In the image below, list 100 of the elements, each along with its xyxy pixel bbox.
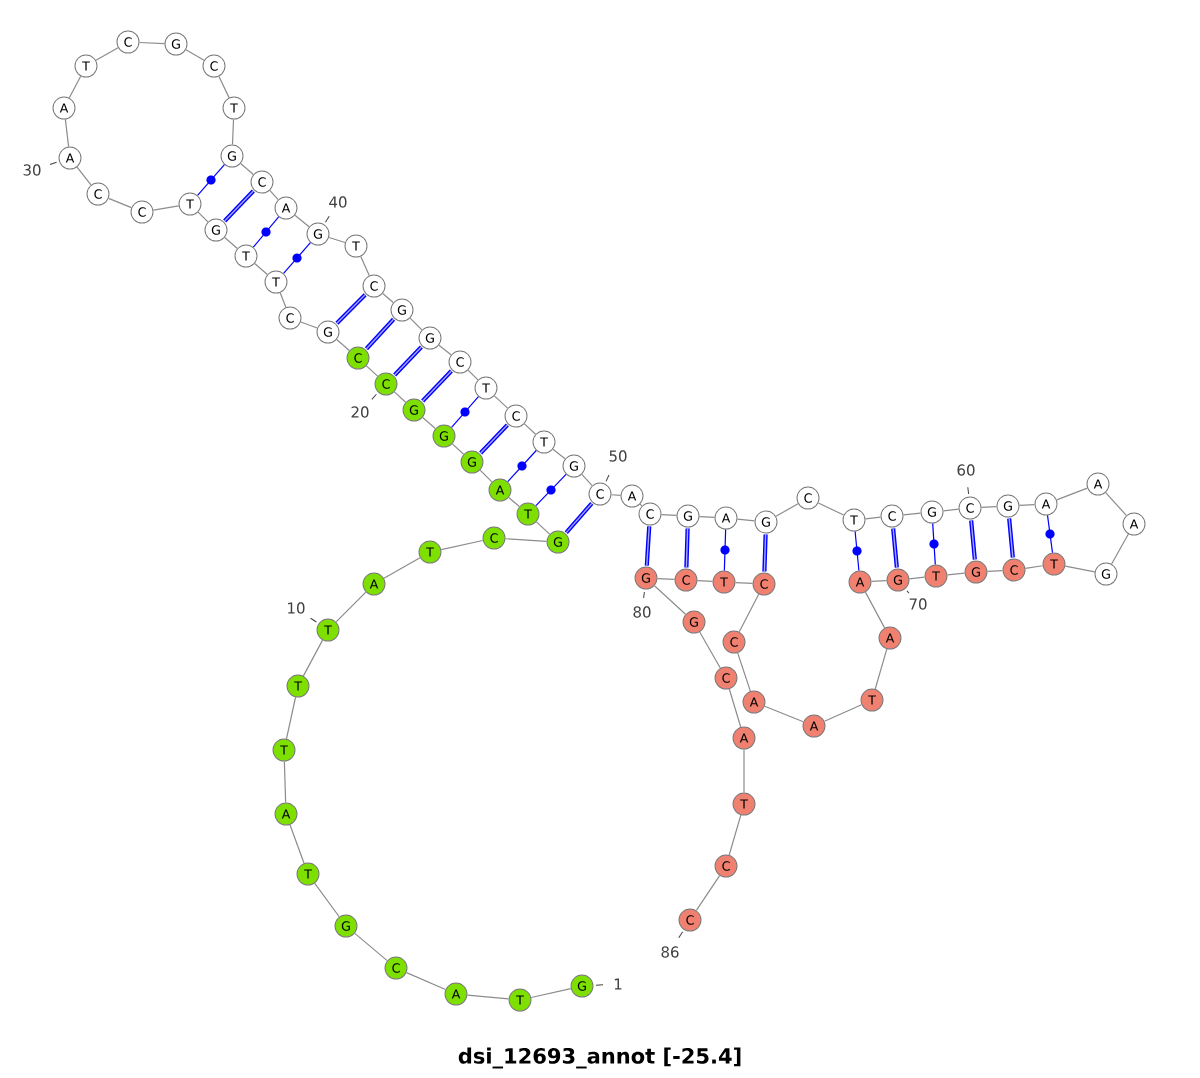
backbone-line [1105, 491, 1127, 517]
backbone-line [382, 292, 394, 304]
backbone-line [152, 205, 180, 211]
base-pair-line [1007, 517, 1015, 559]
backbone-line [451, 443, 465, 455]
backbone-line [653, 585, 687, 615]
backbone-line [874, 648, 888, 690]
base-pair-line [535, 473, 567, 507]
backbone-line [231, 118, 235, 146]
backbone-line [68, 75, 82, 99]
backbone-line [1056, 487, 1088, 501]
backbone-line [817, 502, 845, 516]
backbone-line [95, 47, 119, 61]
backbone-line [1018, 504, 1036, 506]
backbone-line [823, 704, 863, 722]
backbone-line [440, 539, 484, 551]
backbone-line [393, 391, 407, 403]
backbone-line [76, 166, 92, 186]
backbone-line [902, 512, 922, 516]
backbone-line [409, 317, 423, 331]
backbone-line [197, 211, 209, 223]
backbone-line [108, 197, 132, 209]
backbone-line [218, 75, 230, 99]
backbone-line [864, 516, 882, 520]
backbone-line [405, 972, 447, 991]
backbone-line [764, 705, 804, 723]
backbone-line [240, 162, 254, 176]
backbone-line [552, 448, 566, 460]
backbone-line [946, 572, 966, 576]
base-pair-line [282, 242, 312, 274]
base-pair-line [364, 317, 396, 351]
backbone-line [279, 292, 287, 308]
backbone-line [660, 514, 678, 516]
backbone-line [493, 395, 509, 409]
backbone-line [285, 696, 297, 740]
backbone-line [138, 41, 166, 45]
backbone-line [289, 824, 305, 864]
backbone-line [980, 506, 998, 508]
backbone-line [365, 365, 379, 377]
backbone-line [254, 262, 268, 276]
backbone-line [224, 236, 238, 250]
backbone-line [1064, 565, 1096, 573]
base-pair-line [1045, 514, 1055, 554]
backbone-line [336, 338, 350, 352]
base-pair-line [223, 189, 255, 223]
title: dsi_12693_annot [-25.4] [458, 1047, 741, 1069]
backbone-line [335, 591, 367, 623]
backbone-line [383, 557, 421, 579]
backbone-line [360, 255, 370, 277]
backbone-line [775, 503, 799, 517]
base-pair-line [252, 216, 280, 248]
backbone-line [610, 494, 622, 496]
backbone-line [696, 580, 714, 582]
backbone-line [467, 369, 479, 381]
backbone-line [864, 591, 886, 629]
backbone-line [479, 469, 493, 483]
backbone-line [328, 236, 346, 244]
backbone-line [728, 814, 742, 856]
base-pair-line [564, 502, 594, 534]
backbone-line [269, 189, 279, 201]
base-pair-line [852, 530, 862, 572]
backbone-line [699, 631, 721, 669]
base-pair-line [197, 164, 226, 196]
backbone-line [438, 344, 452, 356]
backbone-line [942, 508, 960, 512]
backbone-line [530, 987, 572, 999]
backbone-line [354, 932, 388, 962]
base-pair-line [929, 522, 939, 566]
backbone-line [504, 538, 548, 542]
base-pair-line [644, 525, 652, 567]
backbone-line [698, 516, 716, 518]
backbone-line [535, 521, 551, 535]
backbone-line [695, 875, 721, 912]
backbone-line [302, 639, 324, 677]
base-pair-line [762, 533, 768, 573]
base-pair-line [335, 293, 367, 325]
backbone-line [736, 518, 756, 522]
backbone-line [294, 214, 310, 228]
backbone-line [656, 578, 676, 581]
base-pair-line [891, 527, 899, 569]
base-pair-line [393, 345, 423, 377]
backbone-line [314, 882, 340, 918]
backbone-line [466, 994, 510, 1000]
backbone-line [728, 688, 742, 728]
backbone-line [422, 416, 436, 430]
backbone-line [283, 760, 287, 804]
backbone-line [64, 118, 70, 148]
backbone-line [738, 593, 760, 633]
backbone-line [300, 321, 318, 329]
backbone-line [581, 473, 593, 487]
backbone-line [508, 496, 520, 508]
backbone-line [1024, 565, 1044, 569]
backbone-line [185, 49, 205, 61]
backbone-line [734, 582, 754, 585]
base-pair-line [684, 527, 690, 569]
base-pair-line [720, 528, 730, 572]
base-pair-line [507, 449, 537, 483]
backbone-line [737, 652, 751, 692]
backbone-line [908, 576, 926, 580]
backbone-line [743, 748, 745, 794]
